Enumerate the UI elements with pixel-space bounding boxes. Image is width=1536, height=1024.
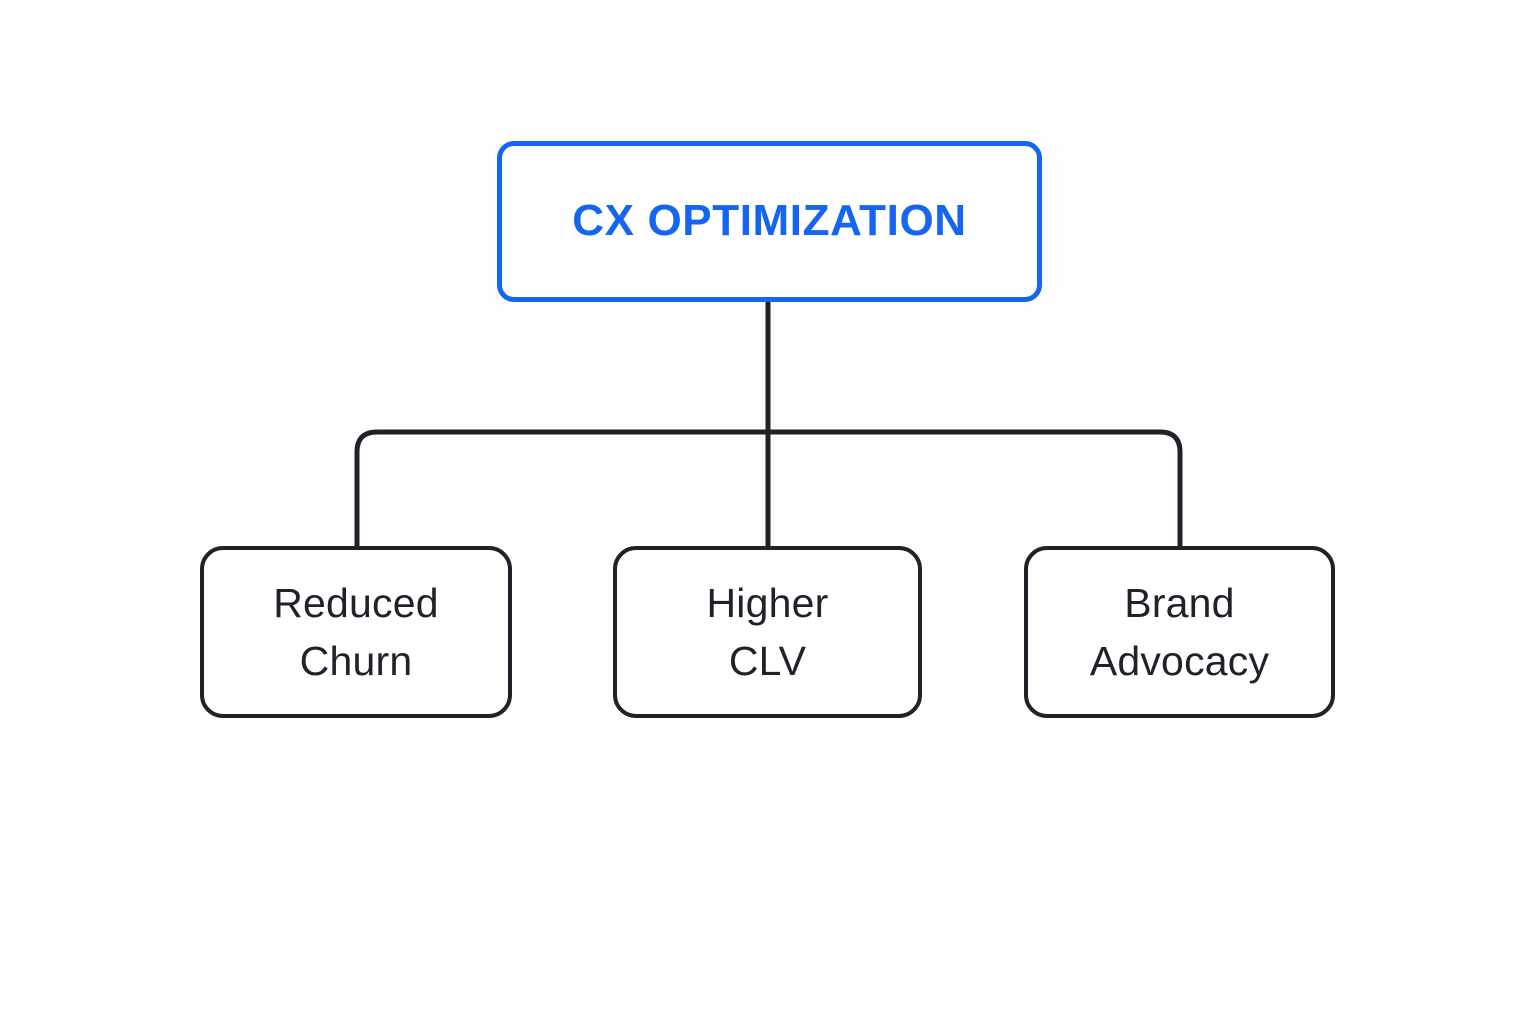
node-child-higher-clv[interactable]: Higher CLV xyxy=(613,546,922,718)
node-child-brand-advocacy[interactable]: Brand Advocacy xyxy=(1024,546,1335,718)
node-child-label: Reduced Churn xyxy=(263,574,449,690)
node-child-label-line1: Higher xyxy=(706,579,829,626)
node-root-cx-optimization[interactable]: CX OPTIMIZATION xyxy=(497,141,1042,302)
node-child-label-line2: Advocacy xyxy=(1089,638,1270,684)
connector-bus xyxy=(354,429,1183,546)
node-child-label-line1: Reduced xyxy=(273,579,439,626)
node-child-reduced-churn[interactable]: Reduced Churn xyxy=(200,546,512,718)
node-child-label: Brand Advocacy xyxy=(1080,574,1279,690)
node-root-label: CX OPTIMIZATION xyxy=(572,196,967,246)
node-child-label-line2: Churn xyxy=(299,638,413,684)
node-child-label-line1: Brand xyxy=(1124,579,1235,626)
node-child-label: Higher CLV xyxy=(697,574,839,690)
node-child-label-line2: CLV xyxy=(728,638,807,684)
